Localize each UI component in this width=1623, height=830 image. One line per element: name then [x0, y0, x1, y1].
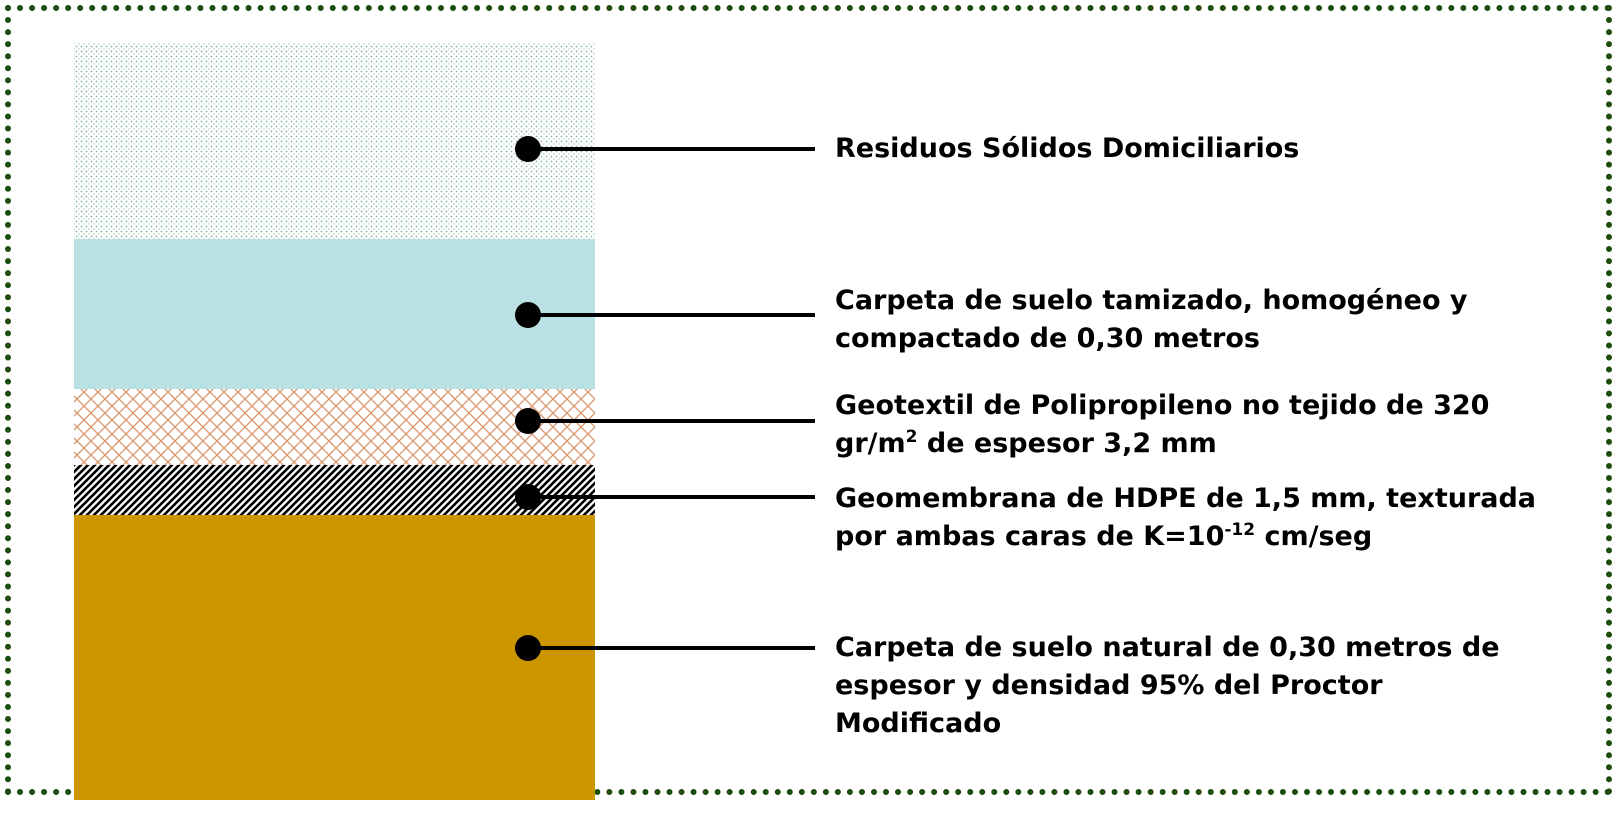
label-line: Carpeta de suelo natural de 0,30 metros …	[835, 632, 1500, 663]
label-residuos: Residuos Sólidos Domiciliarios	[835, 130, 1299, 168]
superscript: -12	[1224, 520, 1256, 540]
superscript: 2	[905, 427, 918, 447]
marker-dot	[515, 302, 541, 328]
label-line: por ambas caras de K=10-12 cm/seg	[835, 518, 1536, 556]
layer-geotextil	[74, 389, 595, 465]
label-line: Carpeta de suelo tamizado, homogéneo y	[835, 285, 1468, 316]
leader-carpeta-natural	[515, 635, 815, 661]
marker-dot	[515, 484, 541, 510]
label-text: gr/m	[835, 428, 906, 459]
marker-dot	[515, 408, 541, 434]
label-text: por ambas caras de K=10	[835, 521, 1225, 552]
label-line: gr/m2 de espesor 3,2 mm	[835, 425, 1489, 463]
label-text: cm/seg	[1255, 521, 1373, 552]
label-geomembrana: Geomembrana de HDPE de 1,5 mm, texturada…	[835, 480, 1536, 556]
label-geotextil: Geotextil de Polipropileno no tejido de …	[835, 387, 1489, 463]
label-line: compactado de 0,30 metros	[835, 323, 1260, 354]
layer-carpeta-tamizado	[74, 239, 595, 389]
leader-carpeta-tamizado	[515, 302, 815, 328]
label-carpeta-natural: Carpeta de suelo natural de 0,30 metros …	[835, 629, 1500, 743]
layer-residuos	[74, 43, 595, 239]
dotted-frame	[5, 5, 1612, 795]
label-line: Geomembrana de HDPE de 1,5 mm, texturada	[835, 483, 1537, 514]
label-line: Geotextil de Polipropileno no tejido de …	[835, 390, 1490, 421]
label-line: Modificado	[835, 708, 1002, 739]
leader-geotextil	[515, 408, 815, 434]
label-line: espesor y densidad 95% del Proctor	[835, 670, 1383, 701]
layer-carpeta-natural	[74, 515, 595, 800]
layer-geomembrana	[74, 465, 595, 515]
marker-dot	[515, 635, 541, 661]
marker-dot	[515, 136, 541, 162]
label-text: de espesor 3,2 mm	[917, 428, 1217, 459]
label-line: Residuos Sólidos Domiciliarios	[835, 133, 1300, 164]
leader-residuos	[515, 136, 815, 162]
leader-geomembrana	[515, 484, 815, 510]
label-carpeta-tamizado: Carpeta de suelo tamizado, homogéneo y c…	[835, 282, 1468, 358]
